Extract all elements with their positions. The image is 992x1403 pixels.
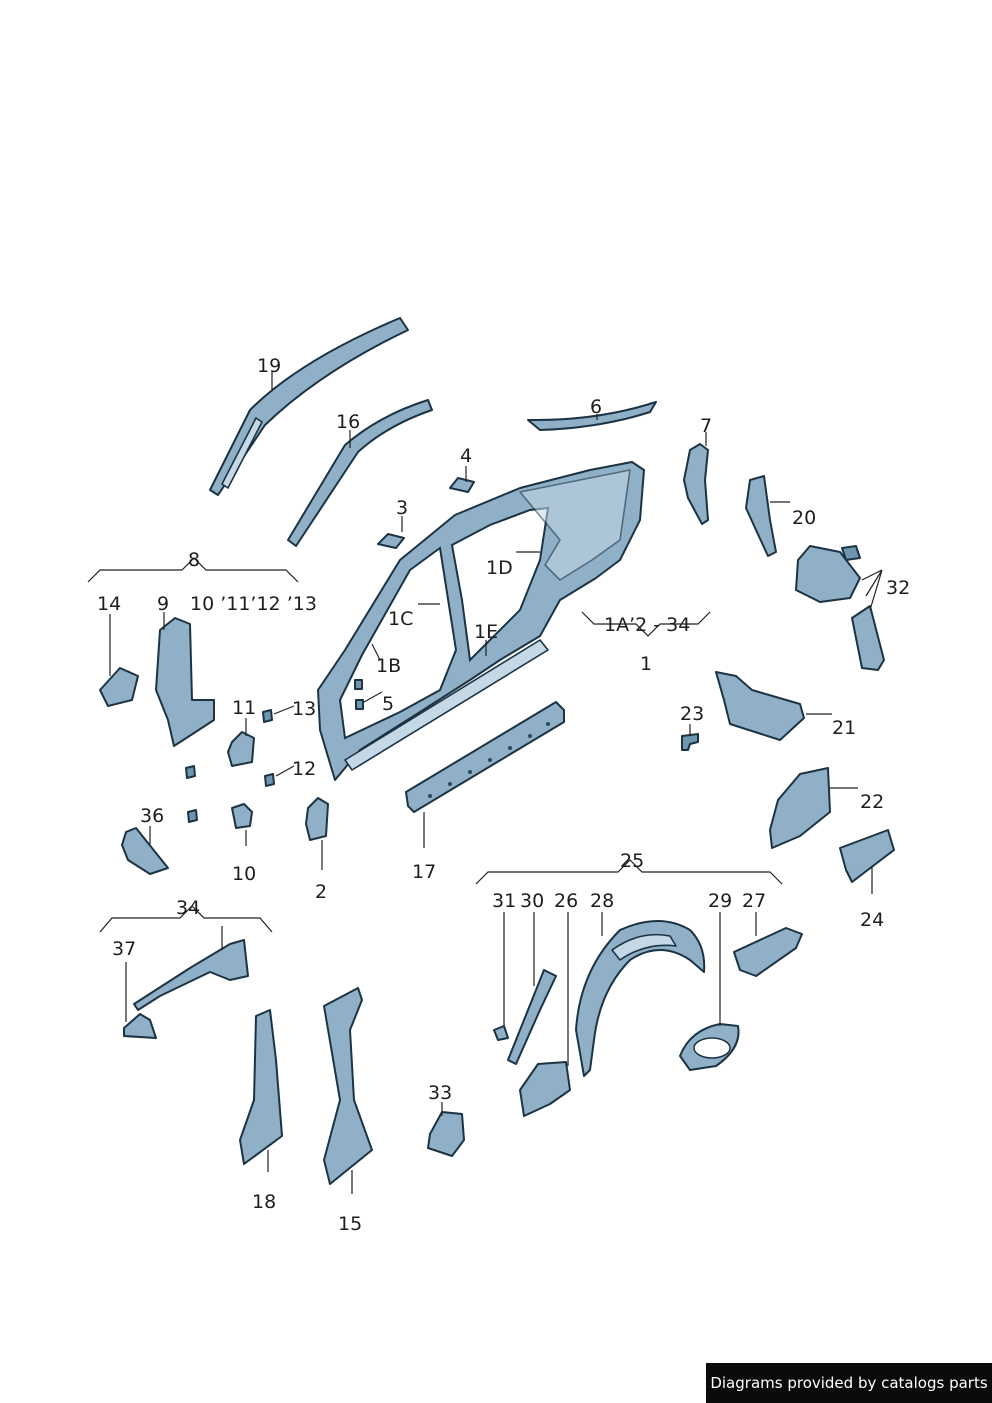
part-27-bracket[interactable] bbox=[733, 927, 803, 977]
label-1B: 1B bbox=[376, 655, 401, 677]
watermark-banner: Diagrams provided by catalogs parts bbox=[706, 1363, 992, 1403]
part-6-strip[interactable] bbox=[527, 401, 657, 431]
part-16-roof-rail-inner[interactable] bbox=[287, 399, 433, 547]
part-15-pillar[interactable] bbox=[323, 987, 373, 1185]
label-12: 12 bbox=[292, 758, 316, 780]
label-29: 29 bbox=[708, 890, 732, 912]
part-20-bracket[interactable] bbox=[745, 475, 777, 557]
part-33-bracket[interactable] bbox=[427, 1111, 465, 1157]
part-labels: 19 16 4 3 6 7 20 32 8 14 9 10 ’11’12 ’13… bbox=[97, 355, 910, 1235]
part-3-bracket[interactable] bbox=[377, 533, 405, 549]
part-28-wheelhouse[interactable] bbox=[575, 920, 706, 1077]
label-21: 21 bbox=[832, 717, 856, 739]
part-34-brace[interactable] bbox=[133, 939, 249, 1011]
part-12-clip[interactable] bbox=[264, 773, 275, 787]
part-23-clip[interactable] bbox=[681, 733, 699, 751]
part-29-ring[interactable] bbox=[679, 1023, 740, 1071]
label-1A: 1A’2 - 34 bbox=[604, 614, 690, 636]
label-31: 31 bbox=[492, 890, 516, 912]
label-6: 6 bbox=[590, 396, 602, 418]
label-3: 3 bbox=[396, 497, 408, 519]
part-24-bracket[interactable] bbox=[839, 829, 895, 883]
label-24: 24 bbox=[860, 909, 884, 931]
part-17-sill[interactable] bbox=[405, 701, 565, 813]
label-30: 30 bbox=[520, 890, 544, 912]
leader-lines bbox=[87, 372, 883, 1194]
label-23: 23 bbox=[680, 703, 704, 725]
part-9-pillar-reinforcement[interactable] bbox=[155, 617, 215, 747]
label-27: 27 bbox=[742, 890, 766, 912]
part-32-parts[interactable] bbox=[795, 545, 885, 671]
label-37: 37 bbox=[112, 938, 136, 960]
label-26: 26 bbox=[554, 890, 578, 912]
part-1-side-panel[interactable] bbox=[317, 461, 645, 781]
label-1C: 1C bbox=[388, 608, 413, 630]
part-10-clip-a[interactable] bbox=[185, 765, 196, 779]
label-18: 18 bbox=[252, 1191, 276, 1213]
label-22: 22 bbox=[860, 791, 884, 813]
label-4: 4 bbox=[460, 445, 472, 467]
label-36: 36 bbox=[140, 805, 164, 827]
label-1E: 1E bbox=[474, 621, 498, 643]
label-13: 13 bbox=[292, 698, 316, 720]
part-11-bracket[interactable] bbox=[227, 731, 255, 767]
label-8: 8 bbox=[188, 549, 200, 571]
label-2: 2 bbox=[315, 881, 327, 903]
label-7: 7 bbox=[700, 415, 712, 437]
part-31-clip[interactable] bbox=[493, 1025, 509, 1041]
part-37-bracket[interactable] bbox=[123, 1013, 157, 1039]
label-1: 1 bbox=[640, 653, 652, 675]
label-5: 5 bbox=[382, 693, 394, 715]
label-20: 20 bbox=[792, 507, 816, 529]
part-10-bracket[interactable] bbox=[231, 803, 253, 829]
part-21-floor-piece[interactable] bbox=[715, 671, 805, 741]
part-2-bracket[interactable] bbox=[305, 797, 329, 841]
part-5-clips[interactable] bbox=[354, 679, 364, 710]
part-30-reinforcement[interactable] bbox=[507, 969, 557, 1065]
label-28: 28 bbox=[590, 890, 614, 912]
part-4-bracket[interactable] bbox=[449, 477, 475, 493]
label-10-13: 10 ’11’12 ’13 bbox=[190, 593, 317, 615]
label-25: 25 bbox=[620, 850, 644, 872]
part-14-bracket[interactable] bbox=[99, 667, 139, 707]
part-18-pillar[interactable] bbox=[239, 1009, 283, 1165]
label-1D: 1D bbox=[486, 557, 513, 579]
label-14: 14 bbox=[97, 593, 121, 615]
part-10-clip-b[interactable] bbox=[187, 809, 198, 823]
label-19: 19 bbox=[257, 355, 281, 377]
label-9: 9 bbox=[157, 593, 169, 615]
label-16: 16 bbox=[336, 411, 360, 433]
label-33: 33 bbox=[428, 1082, 452, 1104]
label-10: 10 bbox=[232, 863, 256, 885]
label-15: 15 bbox=[338, 1213, 362, 1235]
part-36-bracket[interactable] bbox=[121, 827, 169, 875]
label-17: 17 bbox=[412, 861, 436, 883]
part-26-bracket[interactable] bbox=[519, 1061, 571, 1117]
part-19-roof-rail[interactable] bbox=[209, 317, 409, 496]
part-22-panel[interactable] bbox=[769, 767, 831, 849]
label-32: 32 bbox=[886, 577, 910, 599]
part-13-clip[interactable] bbox=[262, 709, 273, 723]
label-11: 11 bbox=[232, 697, 256, 719]
label-34: 34 bbox=[176, 897, 200, 919]
part-7-bracket[interactable] bbox=[683, 443, 709, 525]
